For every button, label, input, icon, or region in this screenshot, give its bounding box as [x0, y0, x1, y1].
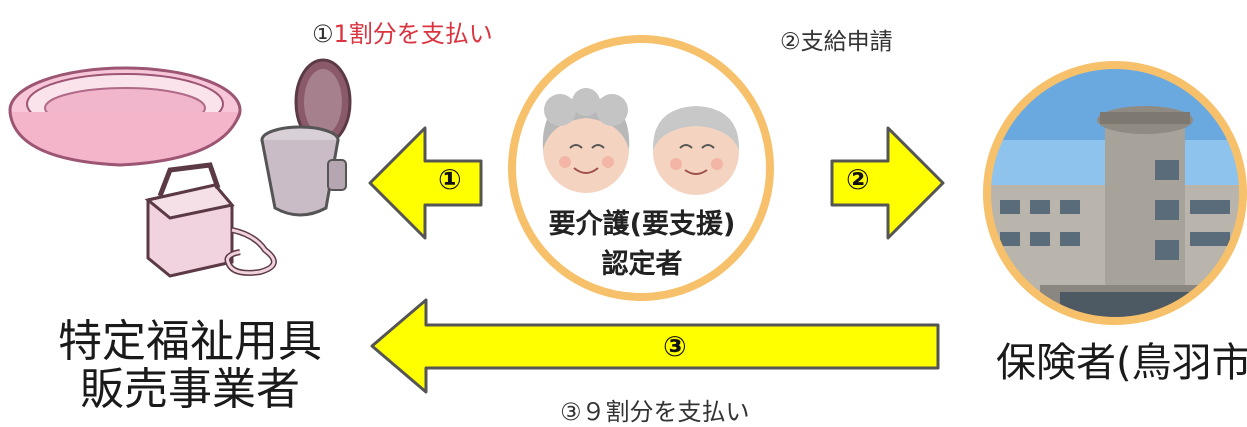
city-hall-building-icon	[983, 61, 1247, 325]
insurer-name: 保険者(鳥羽市)	[996, 340, 1247, 386]
elderly-couple-icon	[542, 88, 740, 195]
person-caption-line1: 要介護(要支援)	[548, 209, 736, 240]
arrow-step3-number: ③	[663, 330, 687, 363]
arrow-step2	[830, 126, 945, 240]
person-caption: 要介護(要支援) 認定者	[522, 205, 762, 285]
step3-label: ③９割分を支払い	[560, 398, 750, 426]
person-caption-line2: 認定者	[601, 249, 683, 280]
vendor-name: 特定福祉用具 販売事業者	[40, 318, 340, 414]
vendor-name-line1: 特定福祉用具	[58, 316, 322, 367]
step1-label: ①1割分を支払い	[312, 14, 493, 49]
arrow-step3	[370, 298, 940, 394]
step1-label-text: 1割分を支払い	[333, 20, 493, 48]
step2-label: ②支給申請	[780, 29, 893, 55]
vendor-name-line2: 販売事業者	[80, 364, 300, 415]
arrow-step1-number: ①	[438, 163, 462, 196]
arrow-step2-number: ②	[846, 163, 870, 196]
arrow-step1	[368, 126, 483, 240]
tub-and-toilet-illustration-icon	[8, 58, 352, 278]
step1-label-number: ①	[312, 20, 334, 48]
